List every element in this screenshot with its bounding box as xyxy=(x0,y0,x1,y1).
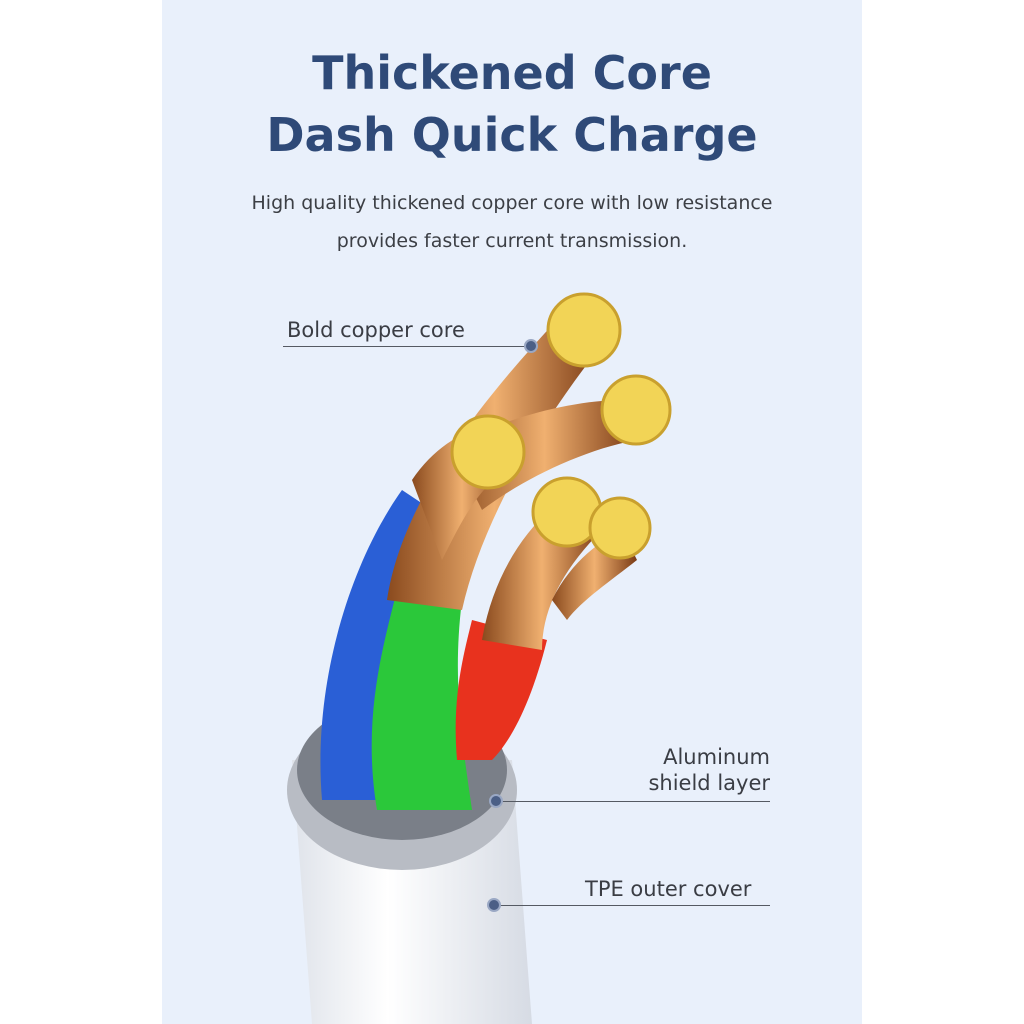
cable-illustration xyxy=(287,292,672,1024)
callout-line-copper xyxy=(283,346,531,347)
callout-dot-copper xyxy=(524,339,538,353)
callout-dot-aluminum xyxy=(489,794,503,808)
callout-aluminum-line-1: Aluminum xyxy=(663,745,770,769)
subtitle-line-1: High quality thickened copper core with … xyxy=(251,192,773,214)
callout-line-tpe xyxy=(494,905,770,906)
callout-tpe-cover: TPE outer cover xyxy=(585,877,752,901)
callout-aluminum-line-2: shield layer xyxy=(648,771,770,795)
callout-line-aluminum xyxy=(496,801,770,802)
callout-dot-tpe xyxy=(487,898,501,912)
callout-aluminum-shield: Aluminum shield layer xyxy=(600,744,770,796)
subtitle: High quality thickened copper core with … xyxy=(162,184,862,260)
subtitle-line-2: provides faster current transmission. xyxy=(336,230,688,252)
callout-copper-core: Bold copper core xyxy=(287,318,465,342)
page-title: Thickened Core Dash Quick Charge xyxy=(162,42,862,166)
title-line-1: Thickened Core xyxy=(312,46,712,100)
title-line-2: Dash Quick Charge xyxy=(266,108,758,162)
